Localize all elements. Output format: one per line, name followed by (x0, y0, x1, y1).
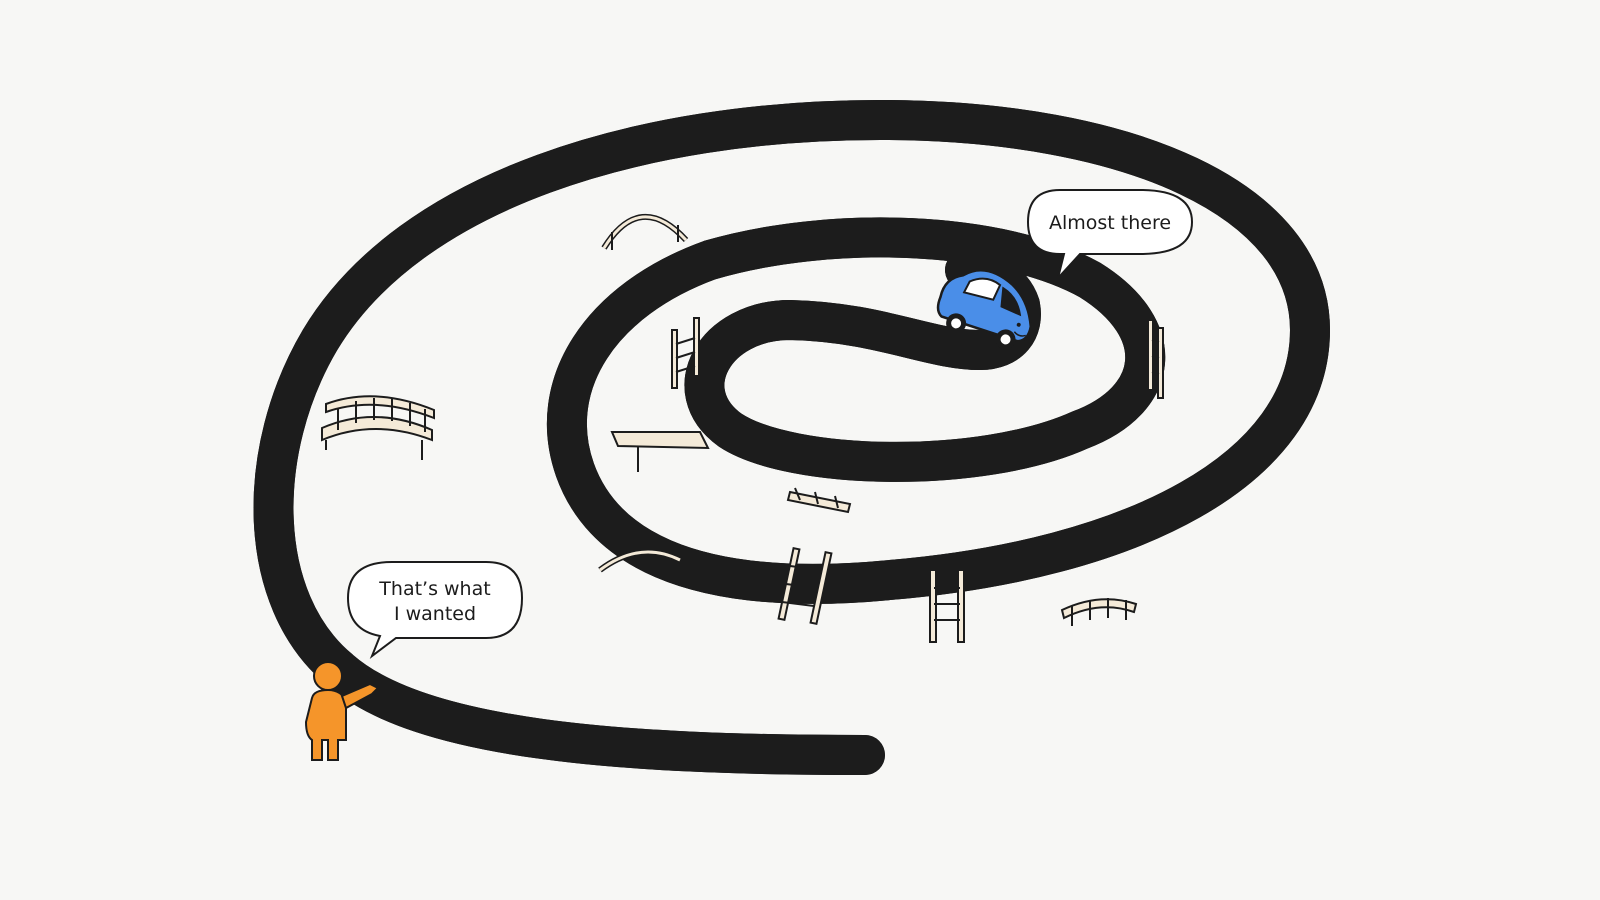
ladder-lower-1 (777, 546, 833, 626)
person-speech-line-1: That’s what (378, 578, 490, 600)
car-speech-bubble: Almost there (1026, 189, 1194, 279)
car-icon (936, 269, 1033, 350)
ladder-lower-2 (929, 569, 965, 643)
person-pointing-icon (304, 661, 380, 761)
person-speech-bubble: That’s what I wanted (346, 561, 524, 659)
ladder-center-left (671, 317, 700, 389)
wooden-bridge-lower-right (1060, 598, 1138, 626)
person-speech-line-2: I wanted (394, 603, 476, 625)
wooden-bridge-arch-top (601, 213, 689, 250)
curved-bridge-lower (598, 549, 682, 573)
small-bridge-inner (786, 487, 852, 514)
ladder-right (1147, 319, 1164, 399)
wooden-plank-bridge (610, 431, 710, 472)
spiral-road (273, 100, 1330, 775)
car-speech-text: Almost there (1049, 212, 1171, 234)
wooden-bridge-left (321, 395, 435, 460)
